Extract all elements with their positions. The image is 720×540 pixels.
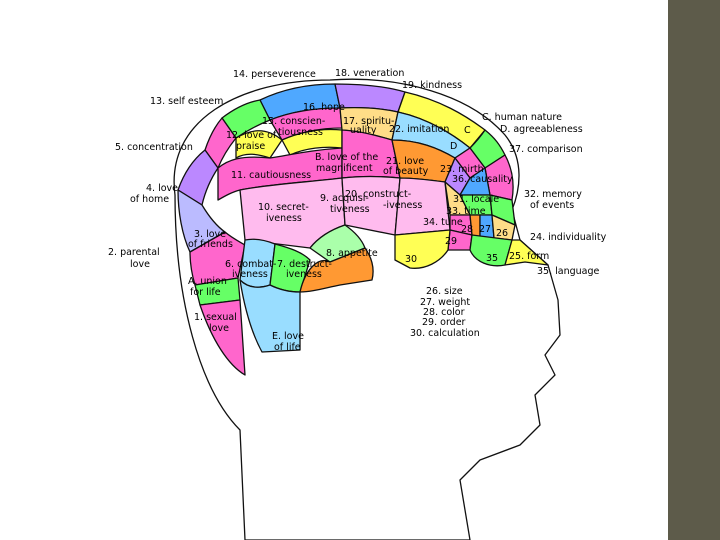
- label-A: A. union: [188, 276, 227, 287]
- label-Ab: for life: [190, 287, 221, 298]
- label-2b: love: [130, 259, 150, 270]
- label-34: 34. tune: [423, 217, 463, 228]
- label-36: 36. causality: [452, 174, 513, 185]
- region-C: [469, 129, 506, 169]
- label-9: 9. acquisi-: [320, 193, 369, 204]
- label-14: 14. perseverence: [233, 69, 316, 80]
- label-30: 30: [405, 254, 417, 265]
- region-20: [394, 177, 451, 236]
- region-25: [504, 239, 549, 266]
- label-21: 21. love: [386, 156, 424, 167]
- label-1: 1. sexual: [194, 312, 237, 323]
- label-32: 32. memory: [524, 189, 582, 200]
- region-orange-arc: [299, 247, 374, 293]
- label-3: 3. love: [194, 229, 226, 240]
- label-7: 7. destruct-: [277, 259, 332, 270]
- label-12: 12. love of: [226, 130, 277, 141]
- region-2: [189, 231, 246, 286]
- label-1b: love: [209, 323, 229, 334]
- region-1: [199, 299, 246, 376]
- slide-side-strip: [668, 0, 720, 540]
- label-4b: of home: [130, 194, 169, 205]
- legend-30: 30. calculation: [410, 328, 480, 339]
- label-35-language: 35. language: [537, 266, 600, 277]
- label-6: 6. combat-: [225, 259, 276, 270]
- label-11: 11. cautiousness: [231, 170, 311, 181]
- label-20b: -iveness: [383, 200, 422, 211]
- label-18: 18. veneration: [335, 68, 404, 79]
- label-C-short: C: [464, 125, 471, 136]
- label-E: E. love: [272, 331, 304, 342]
- region-8: [309, 224, 366, 263]
- label-10: 10. secret-: [258, 202, 309, 213]
- label-15: 15. conscien-: [262, 116, 325, 127]
- label-Bb: magnificent: [316, 163, 373, 174]
- label-29: 29: [445, 236, 457, 247]
- label-9b: tiveness: [330, 204, 370, 215]
- label-33: 33. time: [446, 206, 486, 217]
- label-D: D. agreeableness: [500, 124, 583, 135]
- label-3b: of friends: [188, 239, 233, 250]
- label-12b: praise: [236, 141, 265, 152]
- legend-29: 29. order: [422, 317, 466, 328]
- label-23: 23. mirth: [440, 164, 484, 175]
- label-13: 13. self esteem: [150, 96, 223, 107]
- label-2: 2. parental: [108, 247, 160, 258]
- label-16: 16. hope: [303, 102, 345, 113]
- label-Eb: of life: [274, 342, 301, 353]
- label-C: C. human nature: [482, 112, 562, 123]
- label-6b: iveness: [232, 269, 268, 280]
- label-D-short: D: [450, 141, 457, 152]
- label-24: 24. individuality: [530, 232, 607, 243]
- label-21b: of beauty: [383, 166, 429, 177]
- label-10b: iveness: [266, 213, 302, 224]
- label-35: 35: [486, 253, 498, 264]
- label-7b: iveness: [286, 269, 322, 280]
- label-4: 4. love: [146, 183, 178, 194]
- label-37: 37. comparison: [509, 144, 583, 155]
- legend-26: 26. size: [426, 286, 463, 297]
- label-31: 31. locale: [453, 194, 499, 205]
- labels: 14. perseverence 18. veneration 19. kind…: [108, 68, 607, 353]
- region-E: [239, 279, 301, 353]
- legend-27: 27. weight: [420, 297, 470, 308]
- label-B: B. love of the: [315, 152, 378, 163]
- label-32b: of events: [530, 200, 574, 211]
- label-5: 5. concentration: [115, 142, 193, 153]
- label-26: 26: [496, 228, 508, 239]
- label-15b: tiousness: [278, 127, 323, 138]
- label-19: 19. kindness: [402, 80, 462, 91]
- legend-28: 28. color: [423, 307, 465, 318]
- label-22: 22. imitation: [389, 124, 449, 135]
- label-17: 17. spiritu-: [343, 116, 394, 127]
- label-27: 27: [479, 224, 491, 235]
- label-20: 20. construct-: [345, 189, 411, 200]
- label-8: 8. appetite: [326, 248, 378, 259]
- region-30: [394, 229, 451, 269]
- label-25: 25. form: [509, 251, 549, 262]
- label-17b: uality: [350, 125, 377, 136]
- label-28: 28: [461, 224, 473, 235]
